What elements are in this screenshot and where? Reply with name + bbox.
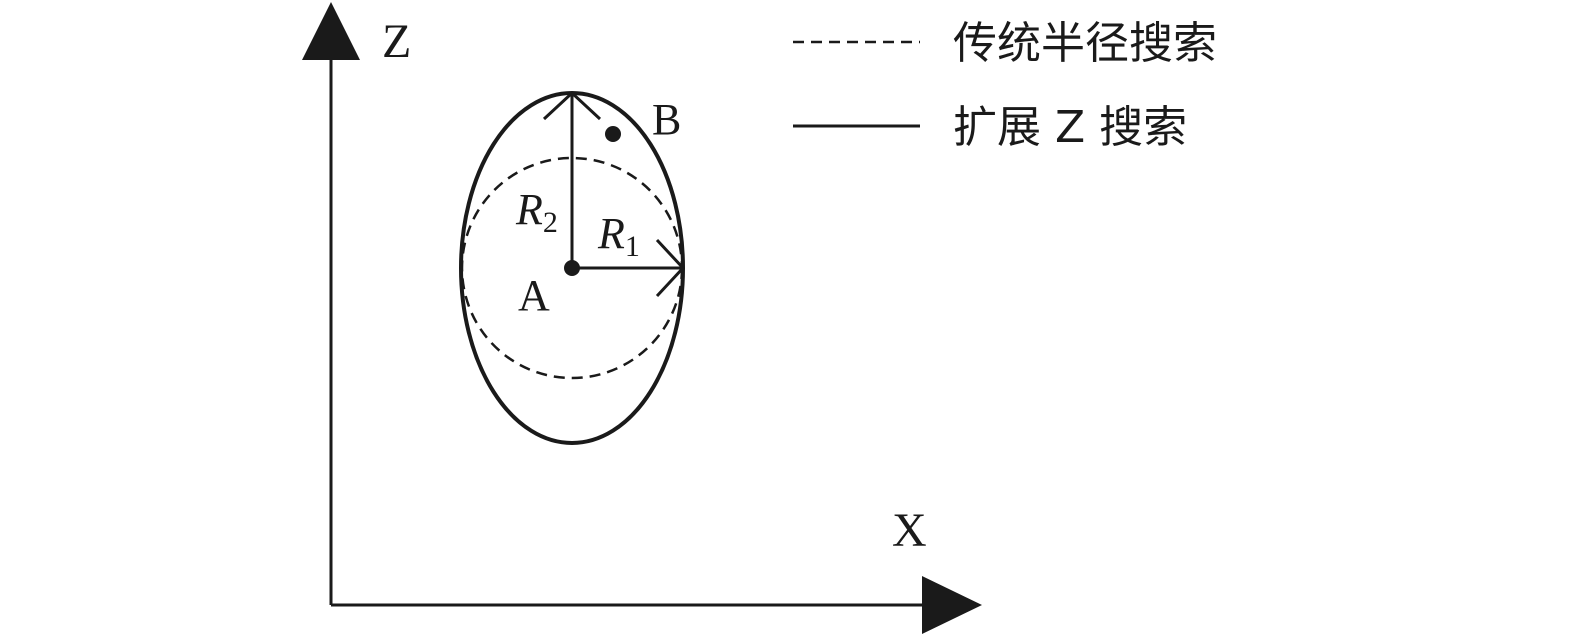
r2-label: R2 (515, 185, 558, 239)
z-axis-label: Z (382, 15, 411, 68)
r2-arrowhead (542, 90, 602, 121)
point-b-dot (605, 126, 621, 142)
x-axis-label: X (892, 504, 927, 557)
x-axis-arrowhead (922, 576, 982, 634)
z-axis-arrowhead (302, 2, 360, 60)
point-a-dot (564, 260, 580, 276)
r1-arrowhead (655, 238, 686, 298)
point-b-label: B (652, 95, 681, 144)
r1-label: R1 (597, 209, 640, 263)
legend: 传统半径搜索 扩展 Z 搜索 (793, 18, 1217, 153)
r1-subscript: 1 (625, 230, 640, 263)
legend-extended-label: 扩展 Z 搜索 (953, 102, 1187, 153)
r2-symbol: R (515, 185, 543, 234)
point-a-label: A (518, 271, 550, 320)
r1-symbol: R (597, 209, 625, 258)
r2-subscript: 2 (543, 206, 558, 239)
legend-traditional-label: 传统半径搜索 (953, 18, 1217, 69)
